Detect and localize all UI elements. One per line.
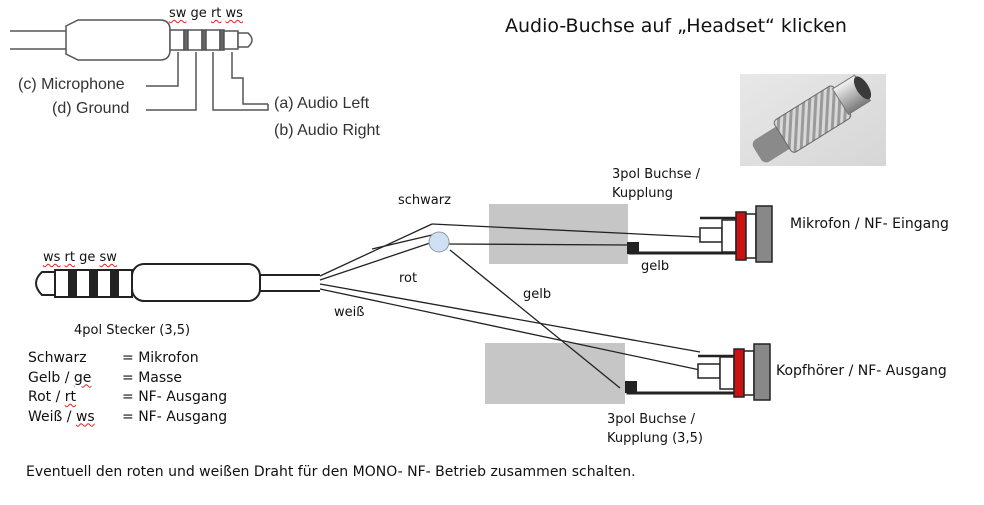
ring-code-sw-main: sw: [99, 250, 117, 265]
socket-top-caption-line2: Kupplung: [612, 186, 673, 201]
legend-row-yellow-value: = Masse: [122, 369, 183, 386]
wires: [319, 223, 701, 389]
socket-bottom-block: [485, 343, 625, 404]
legend-key-yellow: Gelb / ge: [28, 369, 92, 386]
legend-key-red: Rot / rt: [28, 389, 77, 405]
main-plug-codes: ws rt ge sw: [43, 250, 117, 265]
legend-key-white: Weiß / ws: [28, 408, 95, 425]
ring-code-ge-main: ge: [79, 250, 96, 265]
top-plug-codes: sw ge rt ws: [169, 6, 243, 21]
ring-code-ge: ge: [190, 6, 207, 21]
socket-top-drawing: [627, 205, 773, 263]
pin-label-audio-right: (b) Audio Right: [274, 122, 380, 139]
legend-row-red-value: = NF- Ausgang: [122, 389, 228, 405]
top-plug-leaders: [146, 52, 269, 111]
wire-label-red: rot: [399, 271, 418, 286]
ring-code-ws: ws: [225, 6, 243, 21]
socket-bottom-function: Kopfhörer / NF- Ausgang: [776, 363, 947, 379]
socket-bottom-caption-line1: 3pol Buchse /: [607, 412, 696, 427]
legend-key-yellow-code: ge: [73, 369, 92, 386]
main-plug: [35, 263, 320, 302]
footnote: Eventuell den roten und weißen Draht für…: [26, 464, 636, 480]
socket-bottom-caption-line2: Kupplung (3,5): [607, 431, 703, 446]
socket-bottom-caption: 3pol Buchse / Kupplung (3,5): [607, 410, 703, 448]
ring-code-sw: sw: [169, 6, 187, 21]
jack-photo: [740, 74, 886, 166]
ring-code-rt: rt: [210, 6, 222, 21]
wire-label-black: schwarz: [398, 193, 451, 208]
wire-label-yellow-upper: gelb: [641, 259, 670, 274]
legend-key-black: Schwarz: [28, 350, 87, 366]
legend-values: = Mikrofon = Masse = NF- Ausgang = NF- A…: [122, 349, 227, 427]
pin-label-microphone: (c) Microphone: [18, 76, 125, 93]
legend-row-white-value: = NF- Ausgang: [122, 408, 228, 425]
socket-top-caption-line1: 3pol Buchse /: [612, 167, 701, 182]
socket-top-function: Mikrofon / NF- Eingang: [790, 216, 949, 232]
wire-label-white: weiß: [334, 305, 365, 320]
ring-code-ws-main: ws: [43, 250, 61, 265]
socket-top-caption: 3pol Buchse / Kupplung: [612, 165, 700, 203]
wire-label-yellow: gelb: [523, 287, 552, 302]
ring-code-rt-main: rt: [64, 250, 75, 265]
socket-top-block: [489, 204, 628, 264]
legend-key-white-code: ws: [75, 408, 95, 425]
top-plug-drawing: [10, 19, 253, 61]
main-plug-caption: 4pol Stecker (3,5): [74, 323, 191, 338]
pin-label-ground: (d) Ground: [52, 100, 130, 117]
legend-key-red-code: rt: [64, 389, 77, 405]
socket-bottom-drawing: [625, 343, 771, 401]
legend-row-black-value: = Mikrofon: [122, 350, 199, 366]
page-title: Audio-Buchse auf „Headset“ klicken: [505, 15, 847, 37]
legend-keys: Schwarz Gelb / ge Rot / rt Weiß / ws: [28, 349, 95, 427]
junction-node: [428, 231, 450, 253]
pin-label-audio-left: (a) Audio Left: [274, 95, 370, 112]
